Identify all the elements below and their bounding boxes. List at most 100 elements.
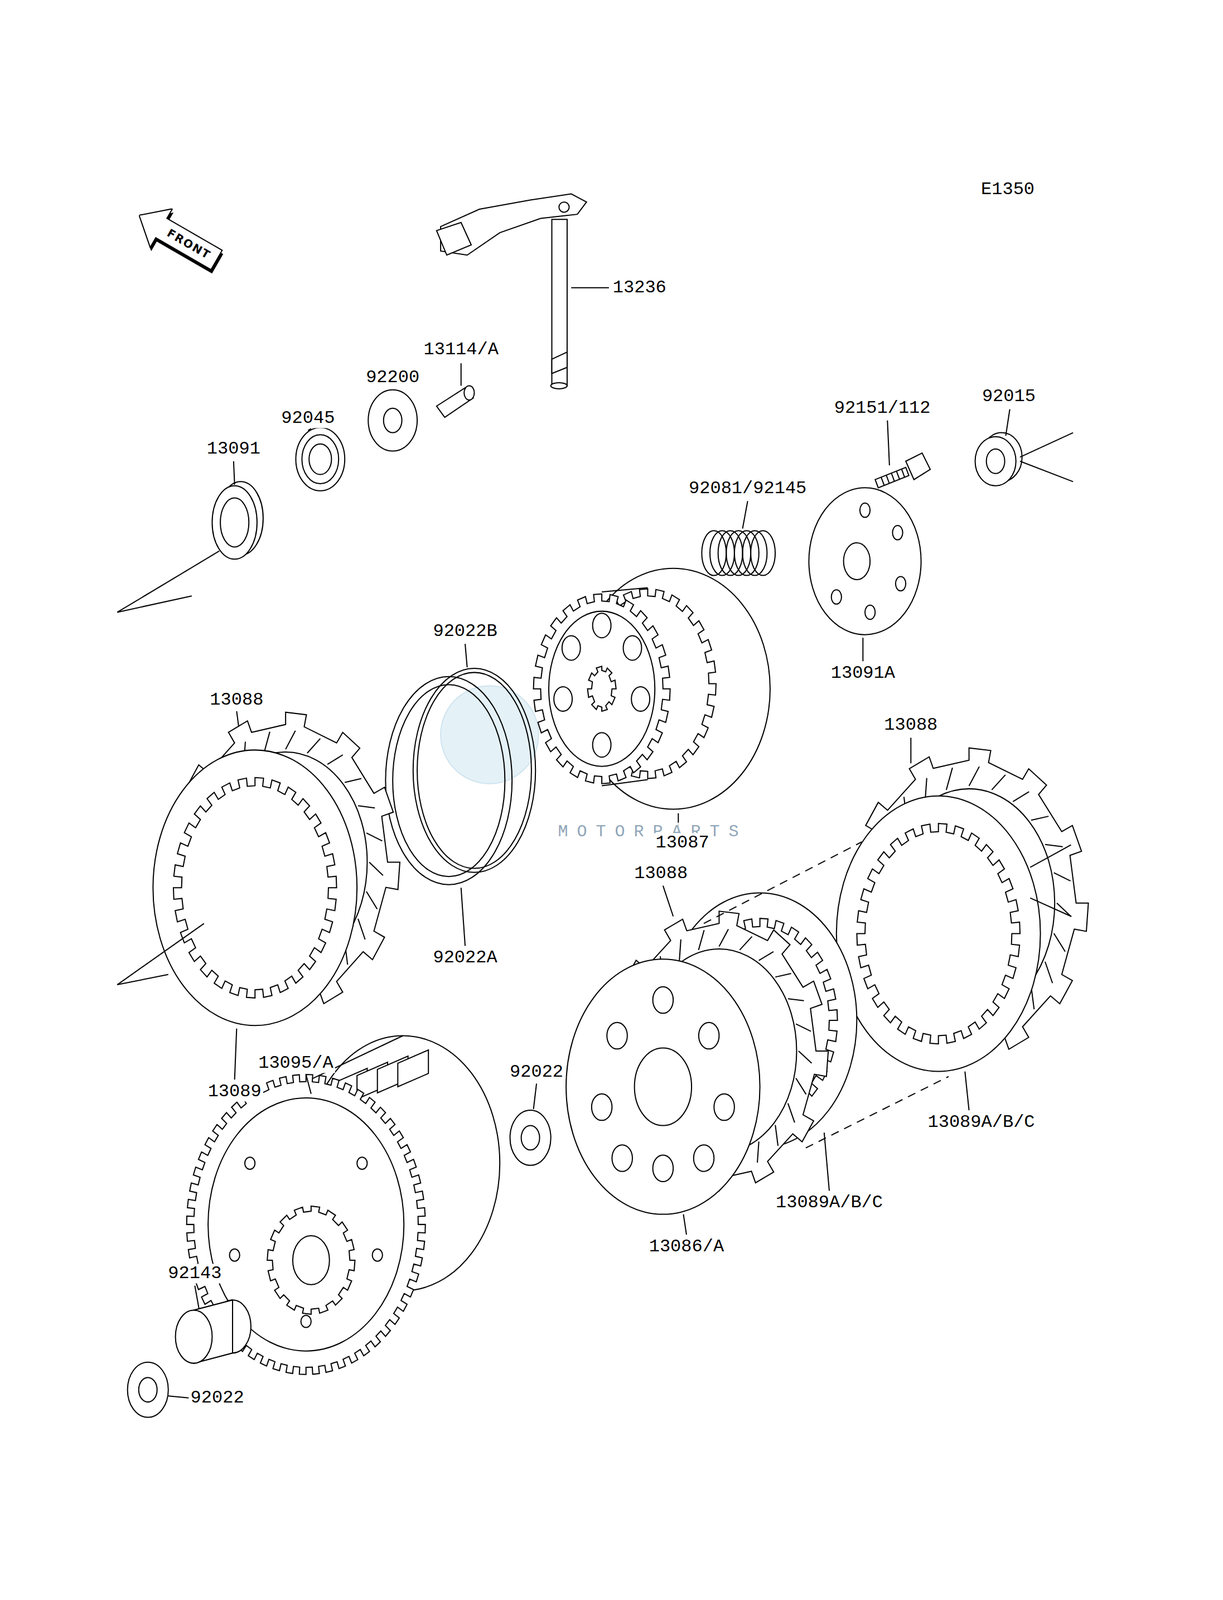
steel-plate-teeth	[856, 823, 1021, 1044]
pressure-plate	[808, 487, 921, 635]
leader-line	[910, 737, 912, 763]
plate-hole	[634, 1047, 692, 1125]
plate-hole	[892, 525, 903, 540]
wire-ring	[417, 672, 532, 868]
callout-number: 13089	[206, 1081, 264, 1101]
friction-pad	[795, 1023, 811, 1031]
plate-hole	[653, 1154, 674, 1182]
friction-pad	[698, 929, 705, 950]
callout-number: 13236	[611, 277, 669, 298]
callout-number: 92022B	[431, 621, 499, 642]
leader-line	[571, 287, 609, 289]
parts	[117, 194, 1089, 1418]
callout-number: 92045	[279, 408, 337, 428]
friction-pad	[344, 778, 362, 783]
leader-line	[234, 1028, 238, 1080]
callout-number: 13095/A	[256, 1052, 335, 1073]
plate-hole	[859, 503, 870, 518]
steel-plate	[836, 795, 1041, 1072]
watermark: MOTORPARTS	[556, 822, 750, 841]
wire-ring	[413, 668, 536, 873]
callout-number: 92151/112	[832, 398, 933, 418]
axis-line	[1020, 461, 1073, 482]
friction-pad	[366, 891, 377, 909]
callout-number: 92015	[980, 387, 1038, 407]
plate-hole	[606, 1022, 628, 1050]
washer-hole	[138, 1376, 158, 1402]
axis-line	[117, 550, 220, 613]
leader-line	[168, 1395, 190, 1398]
leader-line	[307, 428, 311, 431]
callout-number: 92143	[166, 1263, 224, 1283]
friction-pad	[1054, 933, 1066, 952]
bolt-thread	[901, 469, 905, 478]
friction-pad	[757, 1141, 760, 1163]
plate-hole	[611, 1144, 633, 1172]
washer-hole	[383, 408, 403, 433]
bearing	[295, 427, 345, 491]
bolt-thread	[881, 477, 884, 486]
nut	[975, 436, 1017, 486]
friction-pad	[788, 998, 805, 1001]
friction-pad	[1045, 844, 1063, 847]
housing-bore	[292, 1235, 330, 1285]
callout-number: 13091A	[829, 663, 897, 684]
washer-hole	[521, 1124, 540, 1150]
leader-line	[683, 1214, 686, 1235]
friction-pad	[795, 1077, 806, 1094]
washer	[368, 389, 418, 452]
friction-pad	[1054, 872, 1071, 881]
hub-edge	[601, 587, 648, 592]
housing-hole	[356, 1156, 367, 1169]
bush	[211, 485, 257, 560]
leader-line	[460, 363, 462, 386]
washer	[127, 1361, 169, 1418]
leader-line	[233, 461, 235, 485]
friction-pad	[718, 929, 729, 947]
leader-line	[194, 1285, 199, 1308]
front-arrow: FRONT	[126, 195, 231, 284]
bearing-race	[301, 434, 339, 484]
plate-hole	[591, 1093, 613, 1121]
callout-number: 13088	[882, 715, 940, 736]
leader-line	[533, 1083, 537, 1109]
hub-splines	[533, 593, 671, 784]
bolt-shaft	[875, 467, 909, 488]
nut-hole	[986, 448, 1005, 474]
friction-pad	[759, 951, 774, 961]
friction-pad	[366, 832, 383, 841]
callout-number: 92200	[364, 367, 422, 388]
bolt-thread	[891, 473, 895, 482]
hub-face	[548, 611, 655, 767]
figure-code: E1350	[979, 180, 1037, 200]
leader-line	[461, 887, 466, 946]
axis-line	[117, 595, 192, 612]
friction-pad	[991, 774, 1005, 790]
friction-pad	[775, 973, 791, 977]
housing-slot	[397, 1049, 429, 1087]
axis-line	[1030, 897, 1071, 917]
shaft-end	[550, 382, 568, 389]
leader-line	[1005, 408, 1010, 436]
callout-number: 13087	[654, 832, 712, 853]
axis-line	[117, 974, 168, 985]
leader-line	[306, 1074, 312, 1094]
callout-number: 13089A/B/C	[774, 1192, 885, 1213]
friction-pad	[1045, 961, 1053, 984]
steel-plate	[152, 749, 357, 1026]
guide-line	[703, 841, 862, 923]
callout-number: 13114/A	[422, 340, 501, 360]
callout-number: 92022	[508, 1062, 565, 1082]
leader-line	[964, 1071, 969, 1111]
friction-pad	[775, 1124, 778, 1146]
axis-line	[1030, 844, 1071, 867]
axis-line	[117, 922, 204, 985]
lever-clip	[436, 222, 472, 256]
bolt-thread	[896, 471, 900, 480]
friction-pad	[788, 1103, 795, 1123]
callout-number: 92081/92145	[687, 479, 809, 499]
hub-hole	[553, 686, 573, 712]
callout-number: 13086/A	[647, 1236, 726, 1256]
friction-pad	[358, 805, 375, 808]
bearing-inner	[308, 443, 332, 475]
